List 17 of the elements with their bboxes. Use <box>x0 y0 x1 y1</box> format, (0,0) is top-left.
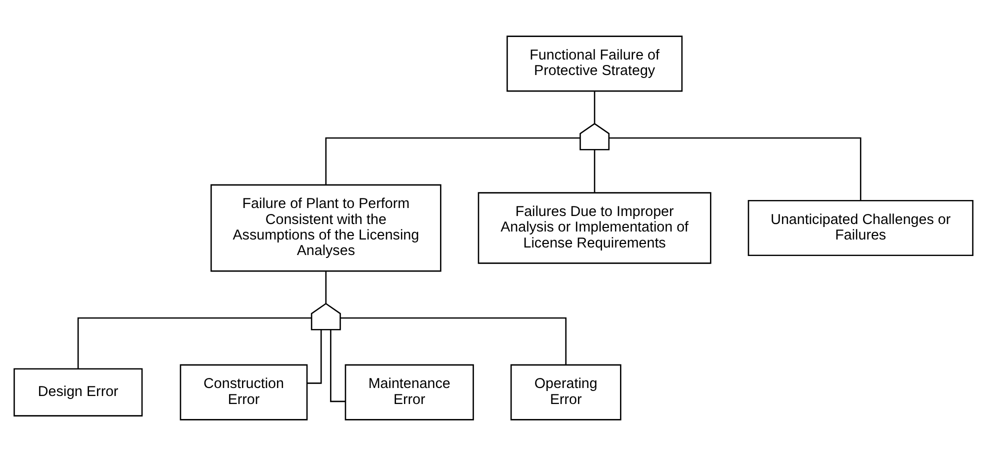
connector <box>340 316 566 364</box>
connector <box>324 136 580 184</box>
node-box: Failure of Plant to Perform Consistent with the Assumptions of the Licensing Analyses <box>210 184 441 272</box>
node-box: Design Error <box>13 368 142 416</box>
node-box: Maintenance Error <box>344 364 474 420</box>
connector <box>324 270 326 304</box>
node-box: Functional Failure of Protective Strategy <box>506 35 682 92</box>
node-box: Unanticipated Challenges or Failures <box>747 199 973 256</box>
node-box: Construction Error <box>179 364 308 420</box>
node-gate <box>579 122 610 150</box>
connector <box>608 136 861 200</box>
connector <box>593 90 595 123</box>
node-box: Operating Error <box>510 364 621 420</box>
connector <box>593 149 595 192</box>
node-box: Failures Due to Improper Analysis or Implementation of License Requirements <box>477 192 711 264</box>
node-gate <box>310 302 340 330</box>
connector <box>76 316 312 368</box>
